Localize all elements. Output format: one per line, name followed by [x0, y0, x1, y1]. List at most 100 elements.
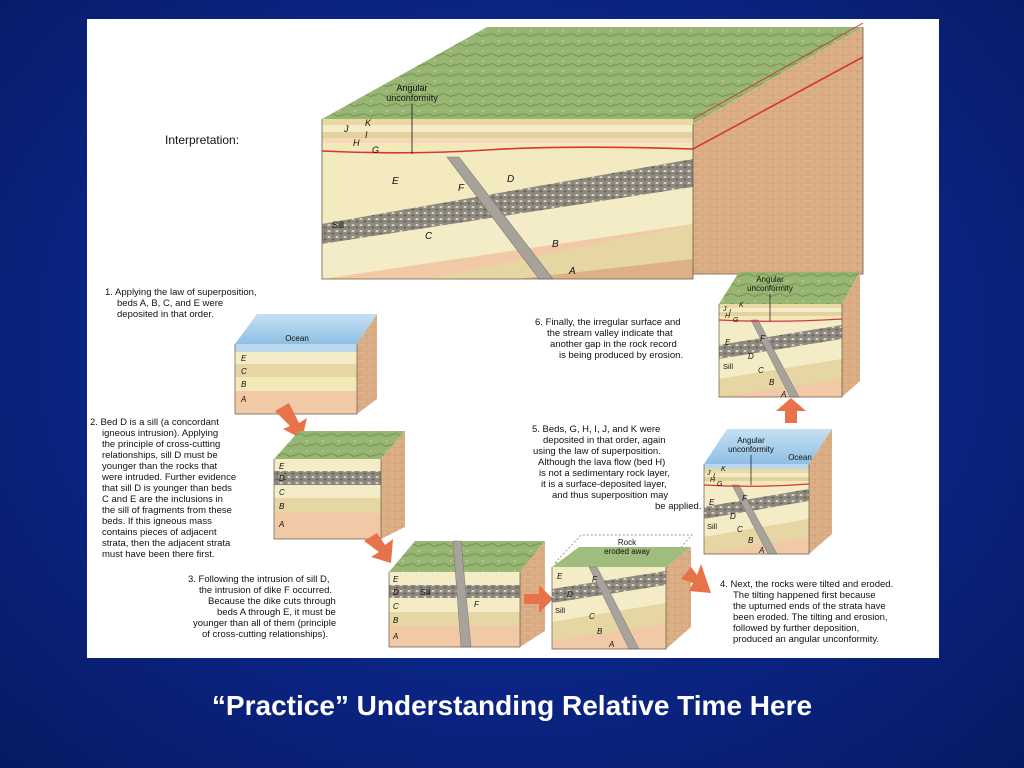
main-label-j: J — [343, 124, 349, 134]
step-1: 1. Applying the law of superposition, be… — [105, 287, 377, 415]
main-bed-b — [427, 224, 693, 279]
main-label-e: E — [392, 176, 399, 187]
step-3-bed-e: E — [393, 575, 399, 584]
step-2-bed-e: E — [279, 462, 285, 471]
step-5-label-j: J — [706, 470, 711, 477]
main-label-h: H — [353, 138, 360, 148]
main-bed-h — [322, 138, 693, 143]
step-5-label-e: E — [709, 498, 715, 507]
step-4: Rock eroded away E F D Sill C B A — [551, 534, 693, 650]
geology-diagram: Interpretation: Angular unconformity K J… — [90, 22, 896, 650]
step-1-bed-b: B — [241, 380, 247, 389]
main-bed-a — [517, 259, 693, 279]
step-1-bed-e: E — [241, 354, 247, 363]
step-6-label-h: H — [725, 313, 731, 320]
main-label-sill: Sill — [332, 220, 344, 230]
step-1-ocean-label: Ocean — [285, 334, 309, 343]
step-4-label-d: D — [567, 590, 573, 599]
step-6-label-c: C — [758, 366, 764, 375]
step-6: 6. Finally, the irregular surface and th… — [535, 272, 860, 399]
step-6-label-g: G — [733, 317, 739, 324]
step-5-label-d: D — [730, 512, 736, 521]
arrow-step-4-to-5 — [681, 564, 711, 593]
main-bed-i — [322, 132, 693, 138]
step-4-eroded-label-1: Rock — [618, 538, 637, 547]
step-2-land-surface — [274, 431, 405, 459]
step-5-unc-label-2: unconformity — [728, 445, 774, 454]
step-4-eroded-surface — [552, 547, 691, 567]
step-1-ocean-surface — [235, 314, 377, 344]
step-4-label-sill: Sill — [555, 606, 565, 615]
step-5-label-sill: Sill — [707, 522, 717, 531]
step-6-label-i: I — [729, 309, 731, 316]
step-6-label-j: J — [722, 306, 727, 313]
step-5-label-b: B — [748, 536, 754, 545]
step-1-bed-a: A — [240, 395, 246, 404]
step-6-unc-label-2: unconformity — [747, 284, 793, 293]
step-2-bed-c: C — [279, 488, 285, 497]
step-2-bed-a: A — [278, 520, 284, 529]
arrow-step-2-to-3 — [364, 533, 393, 563]
step-3-text: 3. Following the intrusion of sill D, th… — [188, 574, 339, 640]
step-6-label-d: D — [748, 352, 754, 361]
main-label-f: F — [458, 183, 465, 194]
step-6-label-b: B — [769, 378, 775, 387]
main-label-a: A — [568, 266, 576, 277]
main-sill-d — [322, 159, 693, 244]
main-bed-j — [322, 125, 693, 132]
step-5-label-c: C — [737, 525, 743, 534]
step-4-label-b: B — [597, 627, 603, 636]
step-2: 2. Bed D is a sill (a concordant igneous… — [90, 417, 405, 560]
main-unconformity-label-1: Angular — [396, 83, 427, 93]
step-6-unc-label-1: Angular — [756, 275, 784, 284]
step-1-bed-c: C — [241, 367, 247, 376]
step-3-sill-label: Sill — [420, 588, 431, 597]
step-4-label-c: C — [589, 612, 595, 621]
main-block-right-side — [693, 27, 863, 274]
main-bed-k — [322, 119, 693, 125]
main-unconformity-line — [321, 56, 864, 154]
step-5-label-h: H — [710, 477, 716, 484]
step-5-unc-label-1: Angular — [737, 436, 765, 445]
step-3-bed-d: D — [393, 588, 399, 597]
step-1-text: 1. Applying the law of superposition, be… — [105, 287, 259, 320]
arrow-step-3-to-4 — [524, 585, 553, 613]
step-2-bed-b: B — [279, 502, 285, 511]
step-5-label-g: G — [717, 481, 723, 488]
step-4-label-f: F — [592, 575, 598, 584]
step-5-label-a: A — [758, 546, 764, 555]
step-6-label-e: E — [725, 338, 731, 347]
step-5-text: 5. Beds, G, H, I, J, and K were deposite… — [532, 424, 701, 512]
step-5-label-i: I — [713, 473, 715, 480]
step-4-eroded-label-2: eroded away — [604, 547, 650, 556]
slide-caption: “Practice” Understanding Relative Time H… — [211, 690, 813, 721]
step-3-bed-a: A — [392, 632, 398, 641]
main-label-c: C — [425, 231, 433, 242]
step-2-bed-d: D — [279, 474, 285, 483]
main-bed-e — [322, 151, 693, 224]
step-4-label-e: E — [557, 572, 563, 581]
arrow-step-1-to-2 — [275, 403, 307, 439]
main-unconformity-label-2: unconformity — [386, 93, 438, 103]
main-heading: Interpretation: — [165, 133, 239, 147]
step-2-text: 2. Bed D is a sill (a concordant igneous… — [90, 417, 239, 560]
step-4-text: 4. Next, the rocks were tilted and erode… — [720, 579, 896, 645]
main-label-g: G — [372, 145, 379, 155]
step-3-dike-label: F — [474, 600, 480, 609]
step-5-ocean-label: Ocean — [788, 453, 812, 462]
main-label-b: B — [552, 239, 559, 250]
step-3-bed-b: B — [393, 616, 399, 625]
main-block: Interpretation: Angular unconformity K J… — [165, 22, 864, 280]
main-bed-g — [322, 143, 693, 151]
step-3: 3. Following the intrusion of sill D, th… — [188, 540, 545, 648]
main-label-i: I — [365, 130, 368, 140]
step-4-label-a: A — [608, 640, 614, 649]
main-label-d: D — [507, 174, 514, 185]
step-6-label-k: K — [739, 302, 744, 309]
step-5-label-f: F — [742, 494, 748, 503]
step-3-land-surface — [389, 541, 545, 572]
step-6-label-f: F — [760, 334, 766, 343]
main-label-k: K — [365, 118, 372, 128]
diagram-panel: Interpretation: Angular unconformity K J… — [87, 19, 939, 658]
